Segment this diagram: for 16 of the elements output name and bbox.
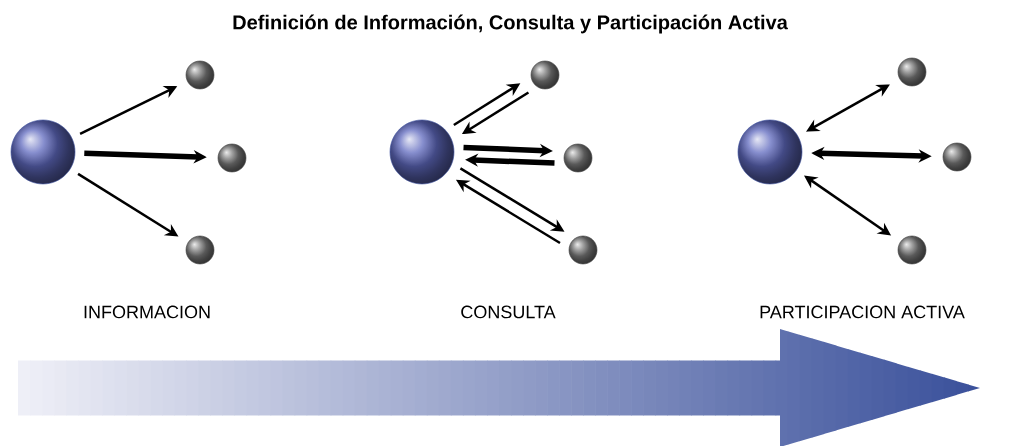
sphere: [737, 119, 803, 185]
stage-label: PARTICIPACION ACTIVA: [760, 305, 965, 319]
sphere: [389, 119, 455, 185]
small-sphere: [942, 142, 972, 172]
title: Definición de Información, Consulta y Participación Activa: [233, 14, 788, 34]
small-sphere: [217, 143, 247, 173]
small-sphere: [185, 235, 215, 265]
stage-label: INFORMACION: [84, 305, 210, 319]
stage-label: CONSULTA: [461, 305, 556, 319]
small-sphere: [897, 235, 927, 265]
small-sphere: [530, 60, 560, 90]
small-sphere: [897, 57, 927, 87]
small-sphere: [568, 235, 598, 265]
small-sphere: [563, 143, 593, 173]
small-sphere: [185, 60, 215, 90]
sphere: [10, 119, 76, 185]
